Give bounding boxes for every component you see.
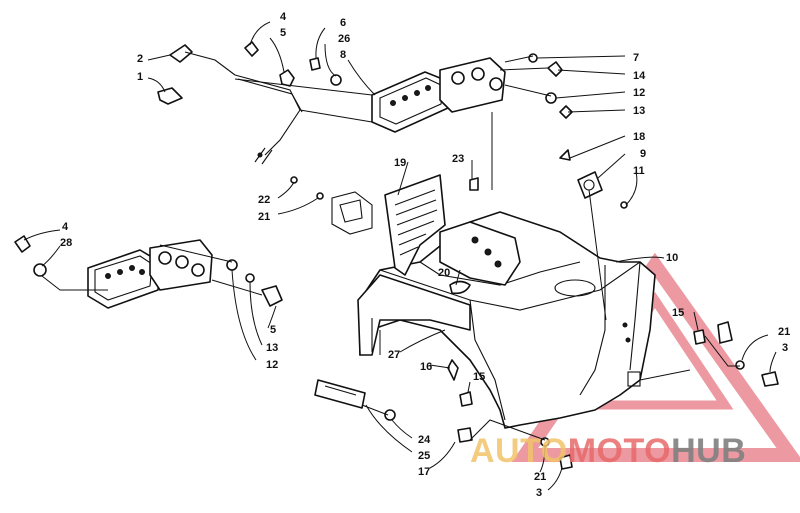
watermark-word-hub: HUB — [671, 432, 746, 470]
upper-gauge-bezel — [371, 71, 451, 133]
callout-26: 26 — [338, 33, 350, 45]
watermark-word-moto: MOTO — [568, 432, 671, 470]
console-body — [359, 211, 656, 429]
callout-10: 10 — [666, 252, 678, 264]
callout-12: 12 — [633, 87, 645, 99]
callout-22: 22 — [258, 194, 270, 206]
callout-20: 20 — [438, 267, 450, 279]
callout-19: 19 — [394, 157, 406, 169]
callout-1: 1 — [137, 71, 143, 83]
upper-gauge-plate — [439, 57, 506, 113]
callout-5-left: 5 — [270, 324, 276, 336]
callout-13: 13 — [633, 105, 645, 117]
lower-gauge-bezel — [87, 249, 161, 309]
watermark-word-auto: AUTO — [470, 432, 568, 470]
callout-8: 8 — [340, 49, 346, 61]
callout-5: 5 — [280, 27, 286, 39]
callout-13-left: 13 — [266, 342, 278, 354]
hardware — [14, 41, 779, 470]
callout-17: 17 — [418, 466, 430, 478]
callout-28: 28 — [60, 237, 72, 249]
callout-3-right: 3 — [782, 342, 788, 354]
callout-21: 21 — [258, 211, 270, 223]
throttle-lever — [157, 44, 303, 165]
callout-15-center: 15 — [473, 371, 485, 383]
side-panel — [357, 274, 471, 356]
svg-text:AUTOMOTOHUB: AUTOMOTOHUB — [470, 432, 746, 470]
callout-21-right: 21 — [778, 326, 790, 338]
callout-16: 16 — [420, 361, 432, 373]
callout-15-right: 15 — [672, 307, 684, 319]
callout-24: 24 — [418, 434, 431, 446]
decal-plate — [314, 379, 366, 409]
lower-gauge-plate — [149, 239, 213, 291]
bracket-outline — [331, 191, 373, 235]
vent-grille — [384, 174, 446, 276]
callout-9: 9 — [640, 148, 646, 160]
callout-18: 18 — [633, 131, 645, 143]
callout-27: 27 — [388, 349, 400, 361]
leader-lines — [23, 21, 777, 491]
callout-labels: 1 2 4 5 6 26 8 7 14 12 13 18 9 11 10 19 … — [60, 11, 790, 499]
callout-7: 7 — [633, 52, 639, 64]
callout-21-bottom: 21 — [534, 471, 546, 483]
callout-14: 14 — [633, 70, 646, 82]
callout-3-bottom: 3 — [536, 487, 542, 499]
callout-12-left: 12 — [266, 359, 278, 371]
callout-4-left: 4 — [62, 221, 69, 233]
watermark-logo: AUTOMOTOHUB — [470, 432, 746, 470]
callout-6: 6 — [340, 17, 346, 29]
callout-2: 2 — [137, 53, 143, 65]
callout-11: 11 — [633, 165, 645, 177]
callout-4: 4 — [280, 11, 287, 23]
callout-25: 25 — [418, 450, 430, 462]
callout-23: 23 — [452, 153, 464, 165]
